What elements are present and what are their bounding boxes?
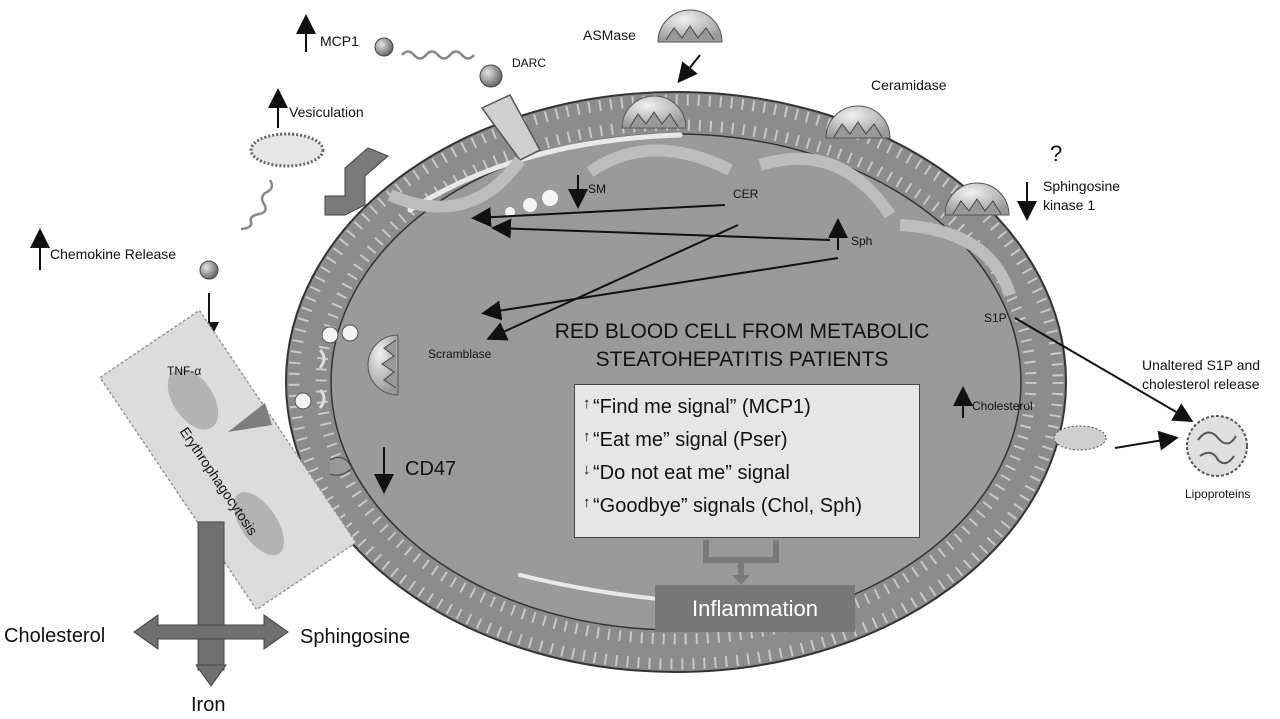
ceramidase-enzyme	[825, 105, 891, 139]
ceramidase-label: Ceramidase	[871, 77, 947, 93]
signal-text: “Eat me” signal (Pser)	[593, 429, 788, 451]
signal-text: “Find me signal” (MCP1)	[593, 396, 811, 418]
asmase-label: ASMase	[583, 27, 636, 43]
cer-scramblase-arrow	[486, 224, 739, 341]
vesicle-wave	[240, 179, 274, 231]
cell-title-line2: STEATOHEPATITIS PATIENTS	[595, 348, 889, 371]
inflammation-connector	[703, 540, 779, 577]
darc-channel	[480, 94, 542, 161]
cer-sph-arrow	[758, 152, 895, 219]
bubble-3	[542, 190, 558, 206]
sph-vesicle-arrow	[491, 218, 831, 241]
output-iron-label: Iron	[191, 694, 226, 716]
signal-row: ↑ “Find me signal” (MCP1)	[583, 391, 919, 424]
cer-label: CER	[733, 187, 759, 201]
sphingosine-kinase-label-2: kinase 1	[1043, 197, 1096, 213]
cd47-label: CD47	[405, 458, 457, 480]
membrane-receptors	[294, 324, 359, 476]
signal-row: ↑ “Goodbye” signals (Chol, Sph)	[583, 490, 919, 523]
signal-direction: ↑	[583, 395, 591, 412]
s1p-label: S1P	[984, 311, 1007, 325]
signal-direction: ↑	[583, 494, 591, 511]
inflammation-box: Inflammation	[655, 585, 855, 632]
membrane-outer-beads	[288, 94, 1064, 670]
vesiculation-bracket	[324, 147, 389, 216]
signal-direction: ↓	[583, 461, 591, 478]
mcp1-label: MCP1	[320, 33, 359, 49]
sphingosine-kinase-label-1: Sphingosine	[1043, 178, 1121, 194]
cell-title: RED BLOOD CELL FROM METABOLIC STEATOHEPA…	[542, 318, 942, 374]
chemokine-release-label: Chemokine Release	[50, 246, 177, 262]
tnf-label: TNF-α	[167, 364, 202, 378]
question-label: ?	[1050, 141, 1063, 166]
membrane-inner-beads	[315, 119, 1037, 645]
vesiculation-label: Vesiculation	[289, 104, 364, 120]
darc-label: DARC	[512, 56, 547, 70]
output-sphingosine-label: Sphingosine	[300, 626, 411, 648]
sph-label: Sph	[851, 234, 873, 248]
macrophage	[98, 309, 358, 611]
sphingosine-kinase-enzyme	[944, 182, 1010, 216]
cholesterol-lipoprotein-arrow	[1114, 430, 1179, 451]
output-cross-arrows	[133, 521, 289, 687]
signal-row: ↑ “Eat me” signal (Pser)	[583, 424, 919, 457]
sm-label: SM	[588, 182, 606, 196]
asmase-free-enzyme	[657, 9, 723, 43]
mcp1-ball	[374, 37, 394, 57]
chemokine-ball	[199, 260, 219, 280]
cell-title-line1: RED BLOOD CELL FROM METABOLIC	[554, 320, 930, 343]
unaltered-label-2: cholesterol release	[1142, 376, 1260, 392]
asmase-arrow	[677, 54, 701, 84]
scramblase-label: Scramblase	[428, 347, 492, 361]
cell-highlight	[407, 132, 683, 213]
signal-row: ↓ “Do not eat me” signal	[583, 457, 919, 490]
sph-s1p-arrow	[899, 219, 1016, 297]
lipoprotein	[1186, 415, 1248, 477]
bubble-1	[505, 207, 515, 217]
asmase-membrane-enzyme	[621, 95, 687, 129]
signal-text: “Goodbye” signals (Chol, Sph)	[593, 495, 863, 517]
cholesterol-crystals	[1053, 425, 1107, 451]
sph-scramblase-arrow	[481, 257, 839, 321]
bubble-2	[523, 198, 537, 212]
cholesterol-membrane-label: Cholesterol	[972, 399, 1033, 413]
signal-text: “Do not eat me” signal	[593, 462, 790, 484]
lipoproteins-label: Lipoproteins	[1185, 487, 1251, 501]
vesicle	[249, 132, 325, 168]
sm-cer-arrow	[586, 144, 733, 177]
cer-vesicle-arrow	[471, 204, 726, 228]
inflammation-connector-head	[732, 575, 750, 585]
scramblase-enzyme	[367, 334, 399, 396]
output-cholesterol-label: Cholesterol	[4, 625, 106, 647]
mcp1-wave	[401, 50, 475, 60]
signal-direction: ↑	[583, 428, 591, 445]
signals-box: ↑ “Find me signal” (MCP1) ↑ “Eat me” sig…	[574, 384, 920, 538]
phagocytosis-wedge	[228, 403, 272, 432]
vesicle-curve-arrow	[387, 156, 525, 213]
s1p-lipoprotein-arrow	[1014, 317, 1194, 423]
darc-ball	[479, 64, 503, 88]
unaltered-label-1: Unaltered S1P and	[1142, 357, 1261, 373]
